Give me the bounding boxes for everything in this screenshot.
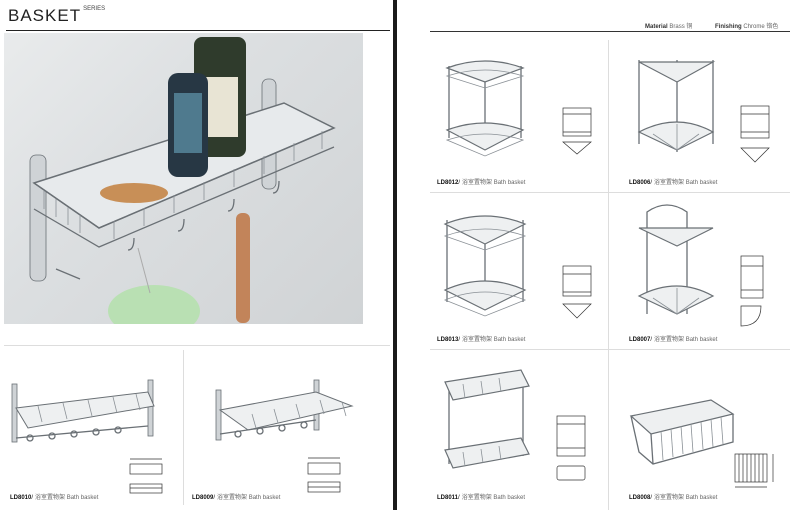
product-code: LD8013 <box>437 337 459 343</box>
finishing-value: Chrome 铬色 <box>743 24 779 30</box>
product-cn: 浴室置物架 <box>462 180 493 186</box>
product-name: Bath basket <box>493 495 526 501</box>
product-image-ld8009 <box>215 379 354 441</box>
product-name: Bath basket <box>685 495 718 501</box>
product-image-ld8012 <box>445 60 525 157</box>
material-label: Material <box>645 24 668 30</box>
tech-drawing-ld8006 <box>740 105 770 163</box>
product-cn: 浴室置物架 <box>654 495 685 501</box>
product-code: LD8007 <box>629 337 651 343</box>
product-cn: 浴室置物架 <box>35 495 66 501</box>
product-code: LD8012 <box>437 180 459 186</box>
product-cn: 浴室置物架 <box>217 495 248 501</box>
finishing-label: Finishing <box>715 24 742 30</box>
product-name: Bath basket <box>66 495 99 501</box>
product-code: LD8010 <box>10 495 32 501</box>
header-rule <box>430 31 790 32</box>
product-code: LD8009 <box>192 495 214 501</box>
caption-ld8008: LD8008/浴室置物架 Bath basket <box>629 495 718 501</box>
product-name: Bath basket <box>493 180 526 186</box>
product-image-ld8013 <box>443 215 527 317</box>
caption-ld8009: LD8009/浴室置物架 Bath basket <box>192 495 281 501</box>
grid-separator <box>608 40 609 510</box>
product-code: LD8008 <box>629 495 651 501</box>
product-image-ld8008 <box>629 399 735 465</box>
product-name: Bath basket <box>685 337 718 343</box>
caption-ld8012: LD8012/浴室置物架 Bath basket <box>437 180 526 186</box>
finishing-legend: Finishing Chrome 铬色 <box>715 21 778 30</box>
caption-ld8006: LD8006/浴室置物架 Bath basket <box>629 180 718 186</box>
tech-drawing-ld8012 <box>562 107 592 155</box>
product-cn: 浴室置物架 <box>654 180 685 186</box>
product-cn: 浴室置物架 <box>462 337 493 343</box>
product-name: Bath basket <box>248 495 281 501</box>
grid-rule <box>430 349 790 350</box>
product-cn: 浴室置物架 <box>461 495 492 501</box>
tech-drawing-ld8011 <box>556 415 586 481</box>
product-image-ld8007 <box>637 204 715 315</box>
tech-drawing-ld8010 <box>129 458 163 494</box>
tech-drawing-ld8007 <box>740 255 764 327</box>
sponge <box>108 285 200 324</box>
product-code: LD8006 <box>629 180 651 186</box>
material-legend: Material Brass 铜 <box>645 21 692 30</box>
hanging-brush <box>236 213 250 323</box>
grid-rule <box>4 345 390 346</box>
product-photo <box>4 33 363 324</box>
tech-drawing-ld8009 <box>307 457 341 493</box>
grid-separator <box>183 350 184 505</box>
caption-ld8007: LD8007/浴室置物架 Bath basket <box>629 337 718 343</box>
grid-rule <box>430 192 790 193</box>
right-page: Material Brass 铜 Finishing Chrome 铬色 LD8… <box>397 0 794 510</box>
product-image-ld8006 <box>637 60 716 152</box>
caption-ld8011: LD8011/浴室置物架 Bath basket <box>437 495 526 501</box>
product-code: LD8011 <box>437 495 459 501</box>
brush-on-shelf <box>100 183 168 203</box>
product-name: Bath basket <box>493 337 526 343</box>
product-image-ld8011 <box>444 369 530 469</box>
title-rule <box>6 30 390 31</box>
book-spine <box>393 0 397 510</box>
series-subtitle: SERIES <box>83 6 106 12</box>
product-image-ld8010 <box>11 379 155 443</box>
tech-drawing-ld8008 <box>734 453 774 488</box>
product-cn: 浴室置物架 <box>654 337 685 343</box>
wall-bracket-left <box>29 154 47 282</box>
tech-drawing-ld8013 <box>562 265 592 319</box>
material-value: Brass 铜 <box>669 24 693 30</box>
product-name: Bath basket <box>685 180 718 186</box>
caption-ld8013: LD8013/浴室置物架 Bath basket <box>437 337 526 343</box>
caption-ld8010: LD8010/浴室置物架 Bath basket <box>10 495 99 501</box>
